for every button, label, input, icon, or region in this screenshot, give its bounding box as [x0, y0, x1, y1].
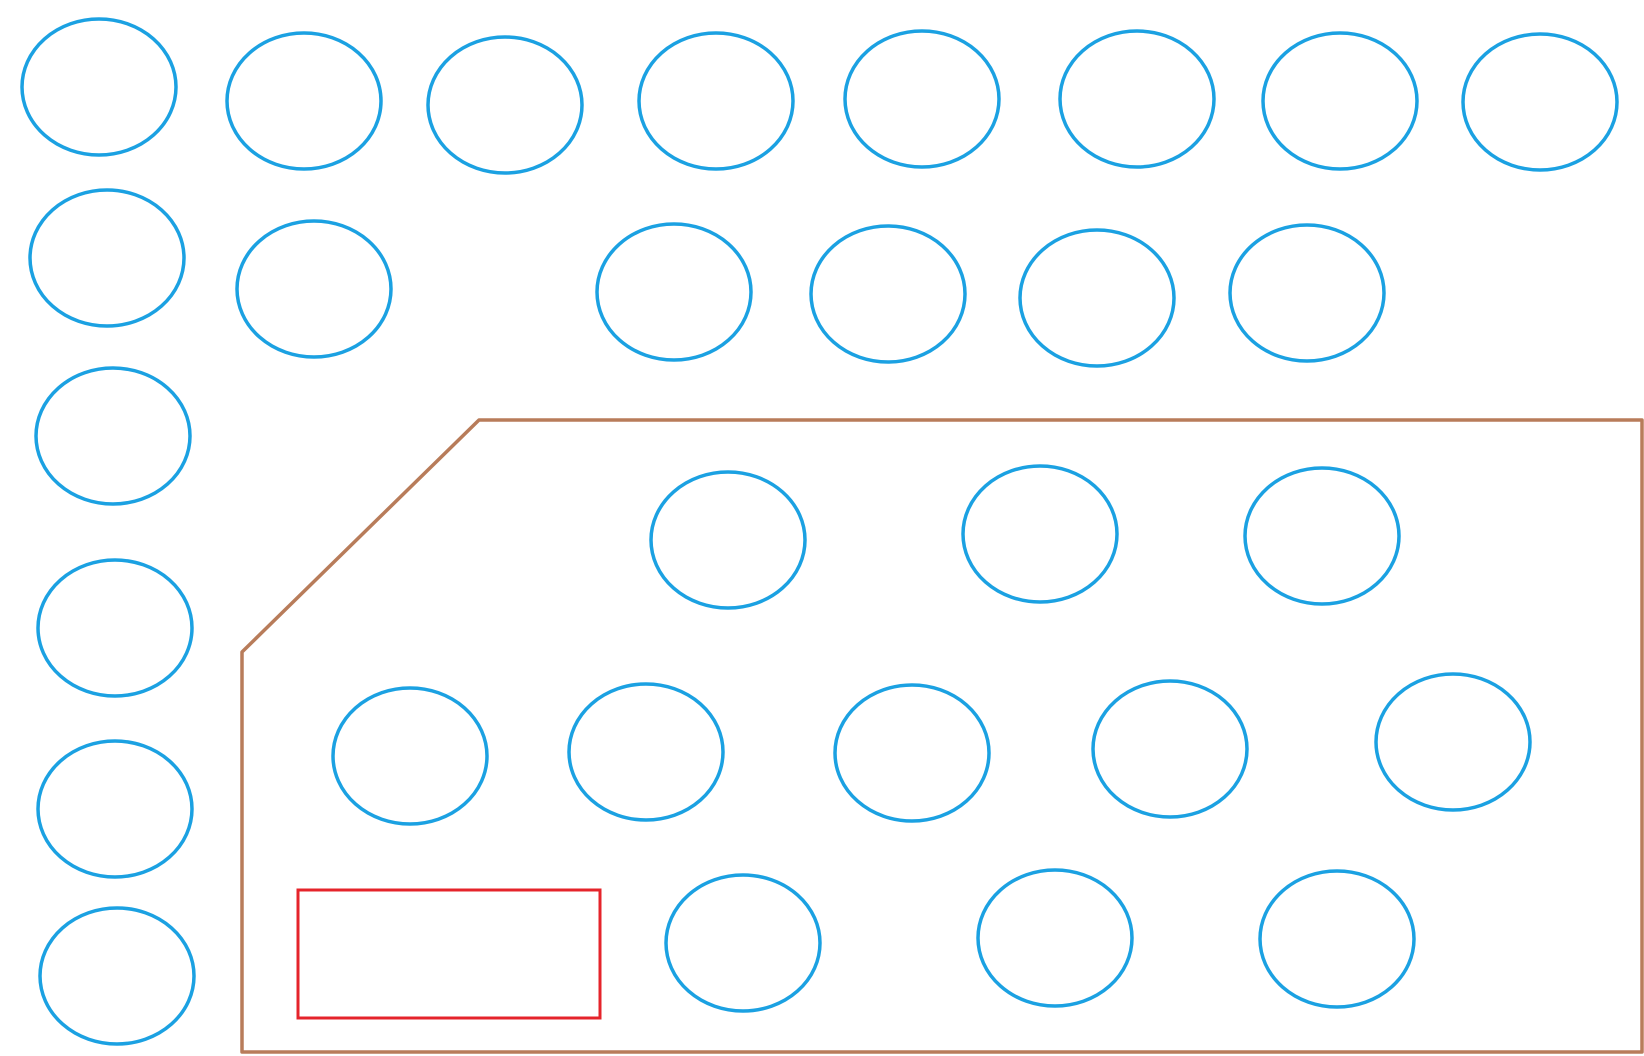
circle — [1058, 29, 1216, 169]
circle — [976, 868, 1134, 1008]
circle — [637, 31, 795, 171]
boundary-outline — [240, 418, 1644, 1054]
circle — [36, 739, 194, 879]
circle — [20, 17, 178, 157]
circle — [961, 464, 1119, 604]
circle — [34, 366, 192, 506]
circle — [1243, 466, 1401, 606]
circle — [664, 873, 822, 1013]
circle — [595, 222, 753, 362]
circle — [1374, 672, 1532, 812]
circle — [1258, 869, 1416, 1009]
circle — [649, 470, 807, 610]
circle — [1261, 31, 1419, 171]
red-rectangle — [296, 888, 602, 1020]
circle — [426, 35, 584, 175]
circle — [833, 683, 991, 823]
circle — [38, 906, 196, 1046]
circle — [235, 219, 393, 359]
circles-group — [20, 17, 1619, 1046]
circle — [1091, 679, 1249, 819]
circle — [843, 29, 1001, 169]
circle — [1461, 32, 1619, 172]
circle — [331, 686, 489, 826]
circle — [567, 682, 725, 822]
circle — [225, 31, 383, 171]
circle — [1228, 223, 1386, 363]
circle — [809, 224, 967, 364]
circle — [1018, 228, 1176, 368]
circle — [28, 188, 186, 328]
circle — [36, 558, 194, 698]
